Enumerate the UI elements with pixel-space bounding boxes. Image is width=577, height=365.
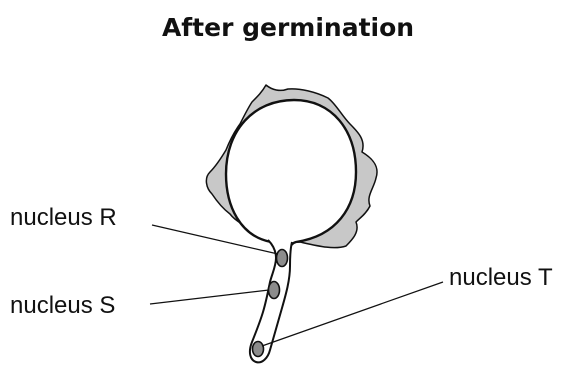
leader-line-nucleus-s <box>150 290 269 304</box>
label-nucleus-r: nucleus R <box>10 204 117 231</box>
nucleus-t <box>253 342 264 357</box>
diagram-title: After germination <box>162 13 414 42</box>
label-nucleus-s: nucleus S <box>10 292 115 319</box>
nucleus-r <box>277 250 288 267</box>
nucleus-s <box>269 282 280 299</box>
leader-line-nucleus-t <box>262 282 443 346</box>
label-nucleus-t: nucleus T <box>449 264 553 291</box>
